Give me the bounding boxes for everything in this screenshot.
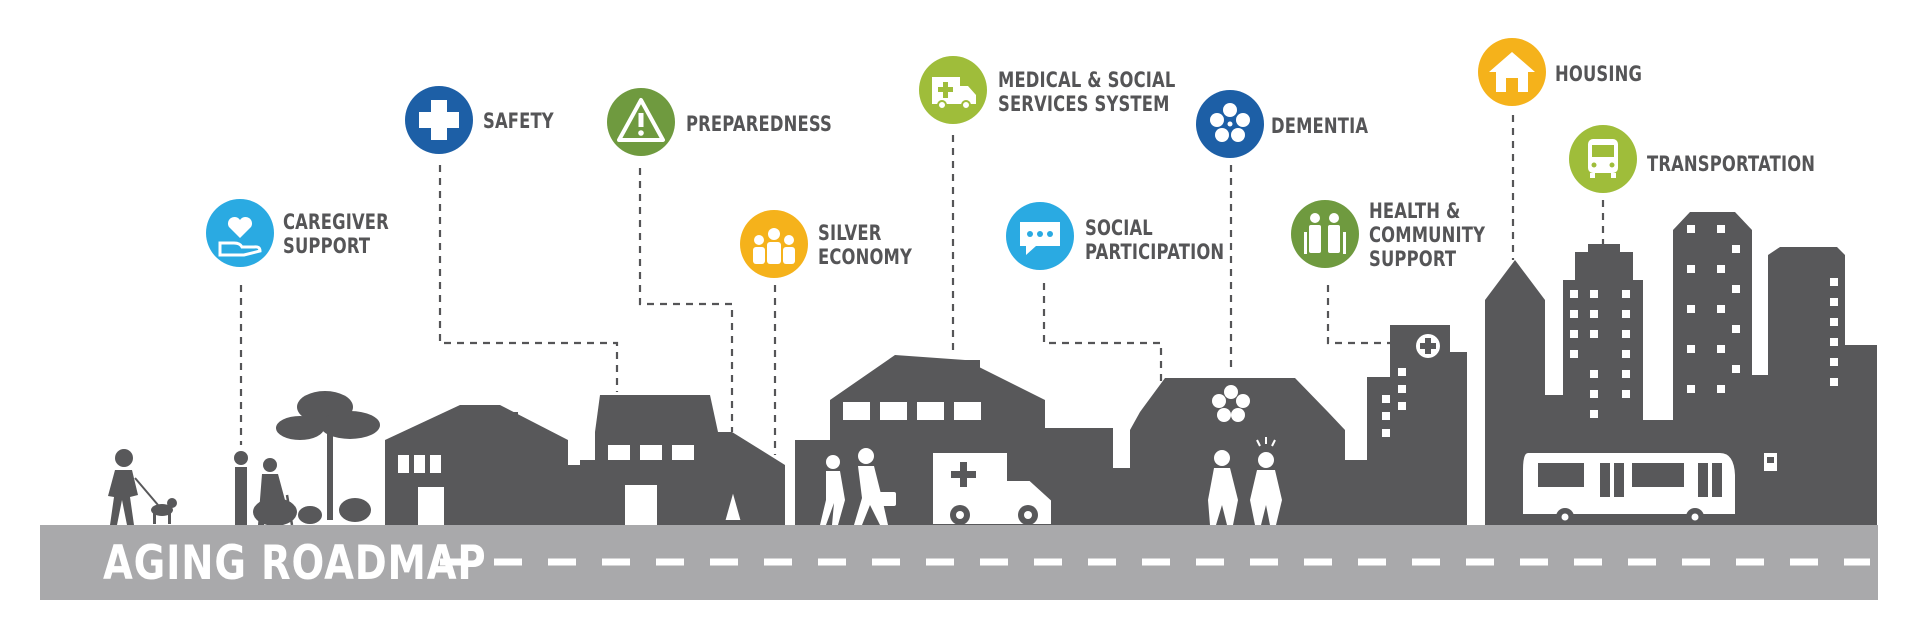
elderly-couple-icon [1304, 213, 1346, 254]
community-center [1130, 378, 1345, 525]
dementia-flower-sign-icon [1212, 385, 1250, 422]
caregiver-and-elder-icon [234, 451, 294, 526]
city-skyline [253, 212, 1877, 526]
label-line: SILVER [818, 221, 882, 245]
label-line: COMMUNITY [1369, 223, 1486, 247]
label-line: DEMENTIA [1271, 114, 1369, 138]
traffic-cone-icon [718, 486, 748, 525]
label-line: TRANSPORTATION [1647, 152, 1816, 176]
health-community-circle [1291, 200, 1359, 268]
label-line: SUPPORT [283, 234, 371, 258]
label-caregiver-support: CAREGIVER SUPPORT [283, 210, 389, 258]
confused-person-icon [1208, 437, 1282, 525]
house-icon [1489, 52, 1535, 92]
walking-people-icon [820, 448, 896, 525]
hospital-cross-icon [1416, 334, 1440, 358]
label-medical-social: MEDICAL & SOCIAL SERVICES SYSTEM [998, 68, 1175, 116]
label-housing: HOUSING [1555, 62, 1642, 86]
bus-stop-sign-icon [1761, 451, 1779, 525]
label-line: HEALTH & [1369, 199, 1461, 223]
label-line: SUPPORT [1369, 247, 1457, 271]
figures [108, 437, 1779, 526]
road [40, 525, 1878, 600]
label-line: PREPAREDNESS [686, 112, 833, 136]
label-health-community: HEALTH & COMMUNITY SUPPORT [1369, 199, 1485, 271]
label-silver-economy: SILVER ECONOMY [818, 221, 912, 269]
connector-preparedness [638, 168, 734, 432]
label-line: PARTICIPATION [1085, 240, 1225, 264]
heart-hand-icon [218, 216, 262, 257]
label-line: SOCIAL [1085, 216, 1153, 240]
windows [398, 225, 1838, 525]
label-dementia: DEMENTIA [1271, 114, 1368, 138]
person-walking-dog-icon [108, 449, 177, 525]
warning-icon [617, 98, 665, 142]
topic-circles [206, 38, 1637, 278]
label-preparedness: PREPAREDNESS [686, 112, 832, 136]
label-line: HOUSING [1555, 62, 1643, 86]
bus-icon [1588, 139, 1618, 178]
roadmap-title: AGING ROADMAP [103, 536, 487, 591]
label-line: ECONOMY [818, 245, 913, 269]
tree-cluster [253, 391, 380, 526]
label-line: SERVICES SYSTEM [998, 92, 1170, 116]
label-line: MEDICAL & SOCIAL [998, 68, 1176, 92]
label-line: CAREGIVER [283, 210, 389, 234]
label-transportation: TRANSPORTATION [1647, 152, 1815, 176]
label-line: SAFETY [483, 109, 554, 133]
people-group-icon [753, 228, 795, 264]
connector-safety [438, 165, 619, 392]
connector-health-community [1326, 285, 1390, 345]
cross-icon [419, 100, 459, 140]
connector-lines [239, 115, 1605, 455]
ambulance-icon [932, 77, 976, 110]
connector-social-participation [1042, 283, 1163, 390]
label-safety: SAFETY [483, 109, 554, 133]
chat-bubble-icon [1020, 222, 1060, 255]
city-bus-icon [1521, 451, 1737, 526]
flower-icon [1210, 103, 1250, 142]
label-social-participation: SOCIAL PARTICIPATION [1085, 216, 1224, 264]
hospital-building [1345, 325, 1467, 525]
